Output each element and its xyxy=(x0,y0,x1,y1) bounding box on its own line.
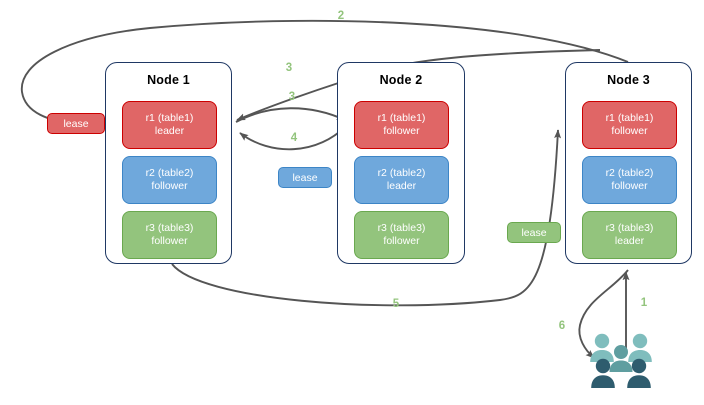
replica-role: follower xyxy=(383,235,420,247)
replica-name: r2 (table2) xyxy=(605,167,654,179)
replica-node2-r1[interactable]: r1 (table1) follower xyxy=(354,101,449,149)
users-middle-figure xyxy=(609,345,633,372)
users-front-row xyxy=(591,358,651,388)
node-title: Node 1 xyxy=(147,73,190,87)
replica-role: follower xyxy=(151,180,188,192)
replica-role: follower xyxy=(611,180,648,192)
node-box-3[interactable]: Node 3 r1 (table1) follower r2 (table2) … xyxy=(565,62,692,264)
replica-node2-r3[interactable]: r3 (table3) follower xyxy=(354,211,449,259)
replica-name: r3 (table3) xyxy=(377,222,426,234)
replica-role: leader xyxy=(614,235,645,247)
replica-node3-r3[interactable]: r3 (table3) leader xyxy=(582,211,677,259)
step-label-3-lower: 3 xyxy=(288,91,296,103)
step-label-2: 2 xyxy=(337,10,345,22)
arrow-step-2 xyxy=(21,19,629,127)
replica-name: r3 (table3) xyxy=(605,222,654,234)
step-label-4: 4 xyxy=(290,132,298,144)
lease-badge-green[interactable]: lease xyxy=(507,222,561,243)
replica-name: r1 (table1) xyxy=(377,112,426,124)
node-title: Node 3 xyxy=(607,73,650,87)
arrow-step-3-lower xyxy=(235,107,346,123)
replica-node1-r3[interactable]: r3 (table3) follower xyxy=(122,211,217,259)
replica-name: r2 (table2) xyxy=(377,167,426,179)
step-label-5: 5 xyxy=(392,298,400,310)
lease-badge-red[interactable]: lease xyxy=(47,113,105,134)
arrow-step-6 xyxy=(578,269,629,359)
replica-role: follower xyxy=(383,125,420,137)
step-label-1: 1 xyxy=(640,297,648,309)
node-box-1[interactable]: Node 1 r1 (table1) leader r2 (table2) fo… xyxy=(105,62,232,264)
replica-name: r1 (table1) xyxy=(605,112,654,124)
replica-node3-r2[interactable]: r2 (table2) follower xyxy=(582,156,677,204)
users-icon xyxy=(588,332,660,394)
replica-name: r2 (table2) xyxy=(145,167,194,179)
replica-role: follower xyxy=(151,235,188,247)
users-back-row xyxy=(590,333,652,362)
replica-node1-r2[interactable]: r2 (table2) follower xyxy=(122,156,217,204)
replica-name: r3 (table3) xyxy=(145,222,194,234)
replica-role: leader xyxy=(154,125,185,137)
node-box-2[interactable]: Node 2 r1 (table1) follower r2 (table2) … xyxy=(337,62,465,264)
replica-role: follower xyxy=(611,125,648,137)
lease-badge-blue[interactable]: lease xyxy=(278,167,332,188)
replica-role: leader xyxy=(386,180,417,192)
step-label-3-upper: 3 xyxy=(285,62,293,74)
node-title: Node 2 xyxy=(379,73,423,87)
replica-node2-r2[interactable]: r2 (table2) leader xyxy=(354,156,449,204)
replica-node3-r1[interactable]: r1 (table1) follower xyxy=(582,101,677,149)
replica-node1-r1[interactable]: r1 (table1) leader xyxy=(122,101,217,149)
users-icon-svg xyxy=(590,333,652,388)
step-label-6: 6 xyxy=(558,320,566,332)
arrow-step-5 xyxy=(171,129,562,307)
replica-name: r1 (table1) xyxy=(145,112,194,124)
